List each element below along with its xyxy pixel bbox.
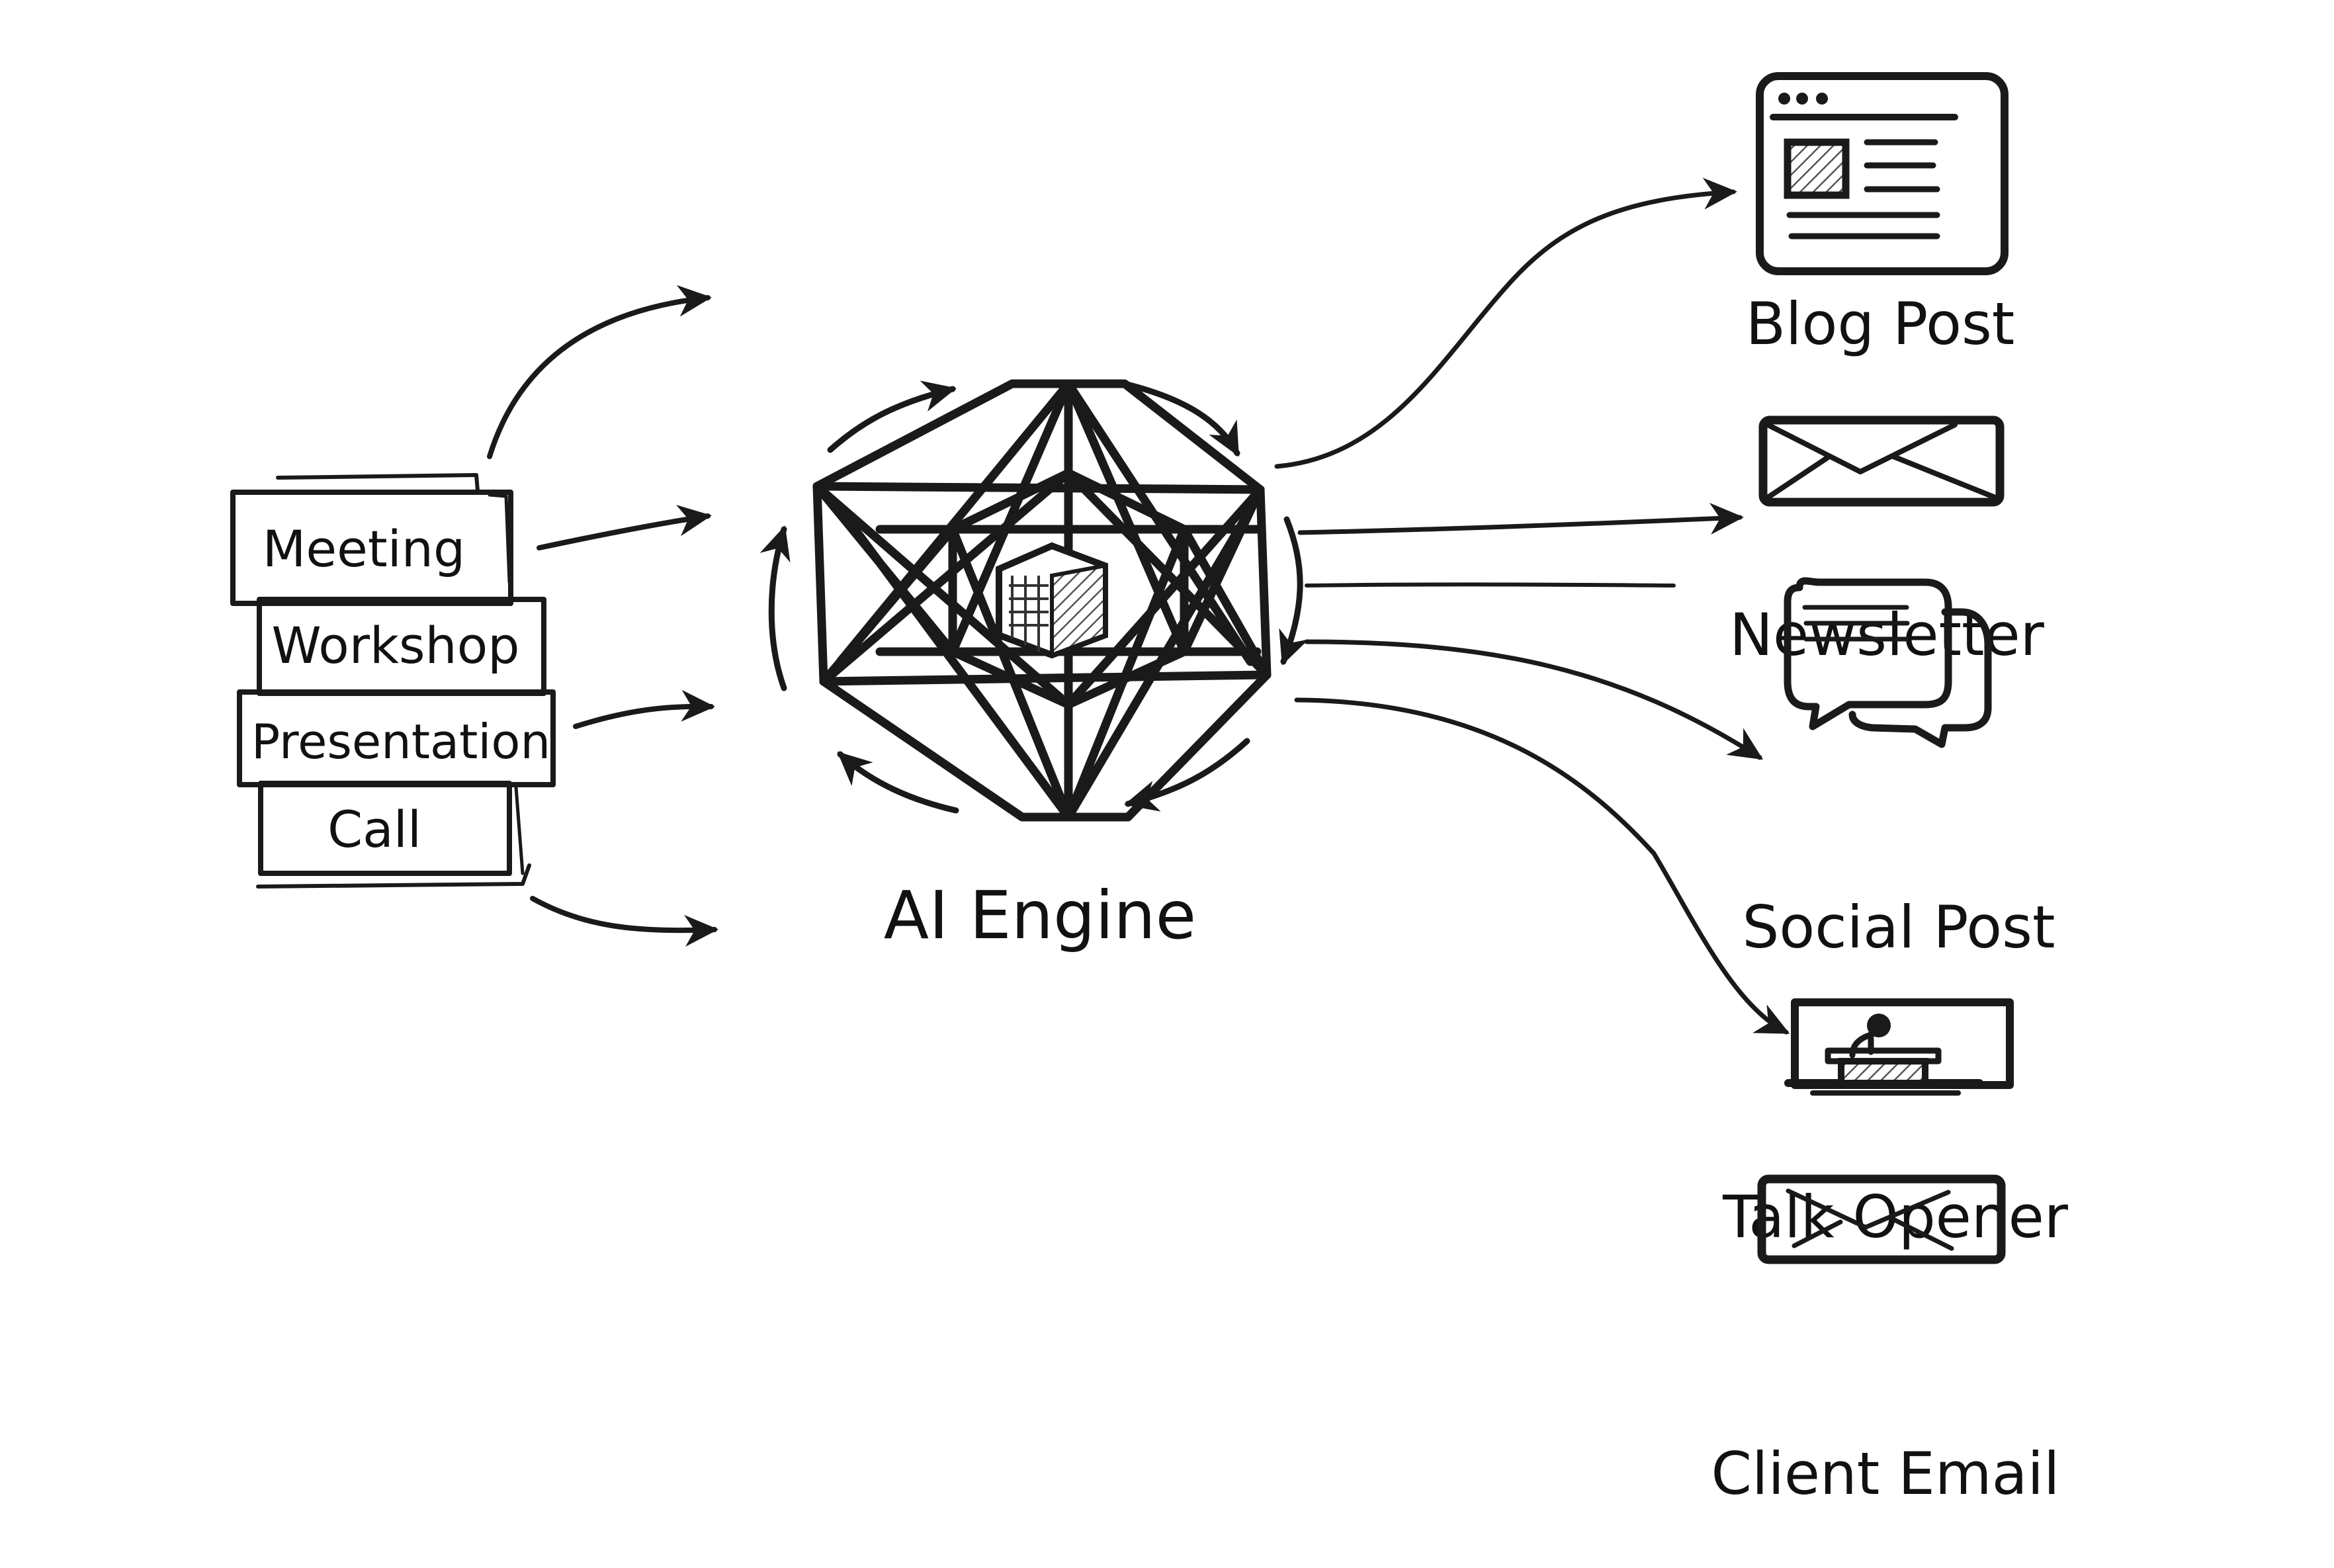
output-client-email: Client Email bbox=[1711, 1174, 2060, 1508]
input-arrow bbox=[530, 896, 718, 947]
podium-icon bbox=[1784, 998, 2014, 1096]
cycle-arrow bbox=[837, 751, 959, 814]
envelope-icon bbox=[1758, 415, 2005, 507]
output-arrow-blog-post bbox=[1274, 177, 1737, 469]
ai-engine: AI Engine bbox=[759, 379, 1309, 954]
input-label: Call bbox=[327, 800, 421, 859]
output-label: Newsletter bbox=[1729, 601, 2045, 669]
cube-core-icon bbox=[996, 542, 1108, 659]
output-social-post: Social Post bbox=[1743, 577, 2055, 961]
output-label: Social Post bbox=[1743, 893, 2055, 961]
output-arrows bbox=[1274, 177, 1790, 1035]
output-arrow-social-post bbox=[1304, 639, 1764, 760]
output-blog-post: Blog Post bbox=[1746, 72, 2015, 358]
browser-window-icon bbox=[1756, 72, 2009, 275]
input-item-meeting: Meeting bbox=[230, 490, 513, 606]
output-label: Client Email bbox=[1711, 1440, 2060, 1508]
cycle-arrow bbox=[1121, 380, 1240, 457]
input-item-workshop: Workshop bbox=[257, 597, 546, 696]
cycle-arrow bbox=[827, 380, 957, 453]
output-arrow-newsletter bbox=[1297, 503, 1744, 535]
input-label: Meeting bbox=[263, 519, 465, 578]
geodesic-sphere-icon bbox=[812, 379, 1272, 822]
input-label: Presentation bbox=[251, 714, 550, 769]
input-arrow bbox=[537, 504, 712, 550]
output-newsletter: Newsletter bbox=[1729, 415, 2045, 669]
chat-bubbles-icon bbox=[1784, 577, 1992, 748]
output-label: Blog Post bbox=[1746, 290, 2015, 358]
input-stack: Meeting Workshop Presentation Call bbox=[230, 473, 556, 889]
input-item-call: Call bbox=[258, 781, 512, 876]
cycle-arrow bbox=[1124, 738, 1250, 812]
envelope-icon bbox=[1757, 1174, 2006, 1264]
output-stream-line bbox=[1305, 582, 1676, 588]
output-arrow-talk-opener bbox=[1294, 697, 1790, 1035]
input-arrows bbox=[487, 284, 718, 947]
input-arrow bbox=[573, 689, 715, 729]
cycle-arrow bbox=[1279, 516, 1309, 666]
output-talk-opener: Talk Opener bbox=[1722, 998, 2069, 1251]
cycle-arrow bbox=[759, 525, 791, 691]
input-label: Workshop bbox=[272, 616, 520, 675]
cycle-arrows bbox=[759, 380, 1309, 814]
input-arrow bbox=[487, 284, 712, 459]
engine-label: AI Engine bbox=[884, 877, 1196, 954]
input-item-presentation: Presentation bbox=[237, 689, 556, 787]
